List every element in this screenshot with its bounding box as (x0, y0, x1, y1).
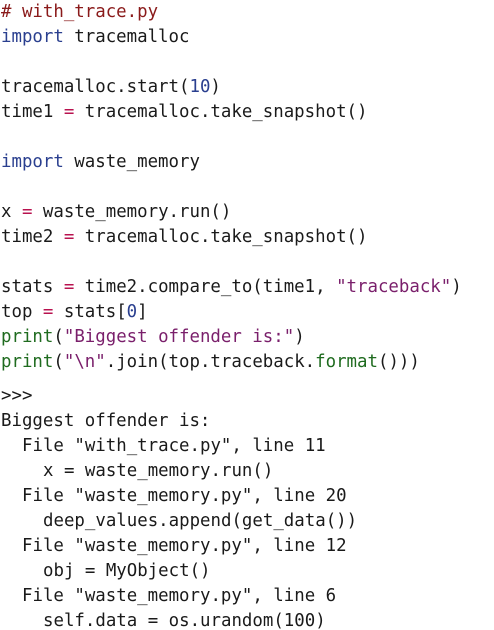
code-text: ( (53, 352, 64, 372)
code-line-stats: stats = time2.compare_to(time1, "traceba… (1, 275, 493, 300)
code-text: top (1, 302, 43, 322)
code-line-import-tracemalloc: import tracemalloc (1, 25, 493, 50)
string-literal: "\n" (63, 352, 106, 372)
traceback-line: File "waste_memory.py", line 20 (22, 486, 347, 506)
code-text: stats (1, 277, 64, 297)
blank-line (1, 125, 493, 150)
code-text: tracemalloc.take_snapshot() (74, 102, 368, 122)
assign-operator: = (63, 102, 75, 122)
code-text: stats[ (53, 302, 127, 322)
code-text: ) (294, 327, 305, 347)
code-line-x: x = waste_memory.run() (1, 200, 493, 225)
source-code-block: # with_trace.py import tracemalloc trace… (1, 0, 493, 375)
blank-line (1, 250, 493, 275)
code-line-comment: # with_trace.py (1, 0, 493, 25)
traceback-line: self.data = os.urandom(100) (43, 611, 326, 630)
code-line-top: top = stats[0] (1, 300, 493, 325)
string-literal: "Biggest offender is:" (63, 327, 295, 347)
module-name: tracemalloc (63, 27, 190, 47)
code-text: ( (53, 327, 64, 347)
code-text: ) (451, 277, 462, 297)
assign-operator: = (63, 277, 75, 297)
code-text: x (1, 202, 22, 222)
code-line-time1: time1 = tracemalloc.take_snapshot() (1, 100, 493, 125)
code-line-time2: time2 = tracemalloc.take_snapshot() (1, 225, 493, 250)
import-keyword: import (1, 27, 64, 47)
output-header: Biggest offender is: (1, 411, 211, 431)
string-literal: "traceback" (336, 277, 452, 297)
traceback-line: File "waste_memory.py", line 12 (22, 536, 347, 556)
code-text: .join(top.traceback. (105, 352, 316, 372)
module-name: waste_memory (63, 152, 200, 172)
console-prompt: >>> (1, 386, 33, 406)
code-text: time2 (1, 227, 64, 247)
blank-line (1, 50, 493, 75)
number-literal: 0 (126, 302, 138, 322)
traceback-line: File "waste_memory.py", line 6 (22, 586, 337, 606)
code-text: tracemalloc.take_snapshot() (74, 227, 368, 247)
code-text: waste_memory.run() (32, 202, 232, 222)
blank-line (1, 175, 493, 200)
code-text: time2.compare_to(time1, (74, 277, 337, 297)
assign-operator: = (42, 302, 54, 322)
code-text: ] (137, 302, 148, 322)
traceback-line: deep_values.append(get_data()) (43, 511, 358, 531)
traceback-line: x = waste_memory.run() (43, 461, 274, 481)
code-text: ) (210, 77, 221, 97)
builtin-function: print (1, 327, 54, 347)
builtin-function: format (315, 352, 378, 372)
import-keyword: import (1, 152, 64, 172)
code-text: ())) (377, 352, 420, 372)
console-output-block: >>> Biggest offender is: File "with_trac… (1, 384, 493, 630)
code-line-print1: print("Biggest offender is:") (1, 325, 493, 350)
code-line-start: tracemalloc.start(10) (1, 75, 493, 100)
code-text: time1 (1, 102, 64, 122)
code-text: tracemalloc.start( (1, 77, 190, 97)
assign-operator: = (63, 227, 75, 247)
traceback-line: obj = MyObject() (43, 561, 211, 581)
code-line-import-waste: import waste_memory (1, 150, 493, 175)
number-literal: 10 (189, 77, 211, 97)
file-comment: # with_trace.py (1, 2, 159, 22)
code-line-print2: print("\n".join(top.traceback.format())) (1, 350, 493, 375)
traceback-line: File "with_trace.py", line 11 (22, 436, 326, 456)
builtin-function: print (1, 352, 54, 372)
assign-operator: = (21, 202, 33, 222)
